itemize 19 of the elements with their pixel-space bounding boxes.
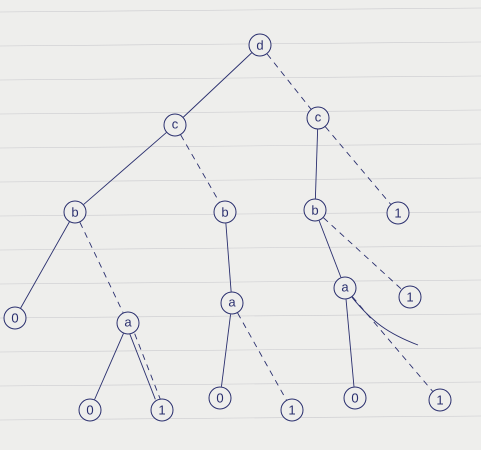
connector-line [182, 52, 252, 118]
connector-line [94, 333, 124, 400]
connector-line [323, 217, 402, 290]
connector-line [351, 296, 418, 346]
connector-line [314, 129, 318, 199]
connector-line [180, 134, 220, 202]
connector-line [80, 222, 124, 314]
connector-line [134, 333, 161, 400]
connector-line [346, 299, 354, 387]
connector-line [324, 126, 392, 205]
connector-line [352, 296, 434, 392]
connector-line [318, 220, 342, 278]
connector-line [266, 54, 312, 110]
connector-line [83, 132, 167, 205]
connector-line [20, 222, 70, 308]
connector-line [221, 314, 231, 388]
connector-line [225, 223, 232, 292]
connector-line [237, 312, 287, 400]
connector-line [129, 333, 156, 400]
